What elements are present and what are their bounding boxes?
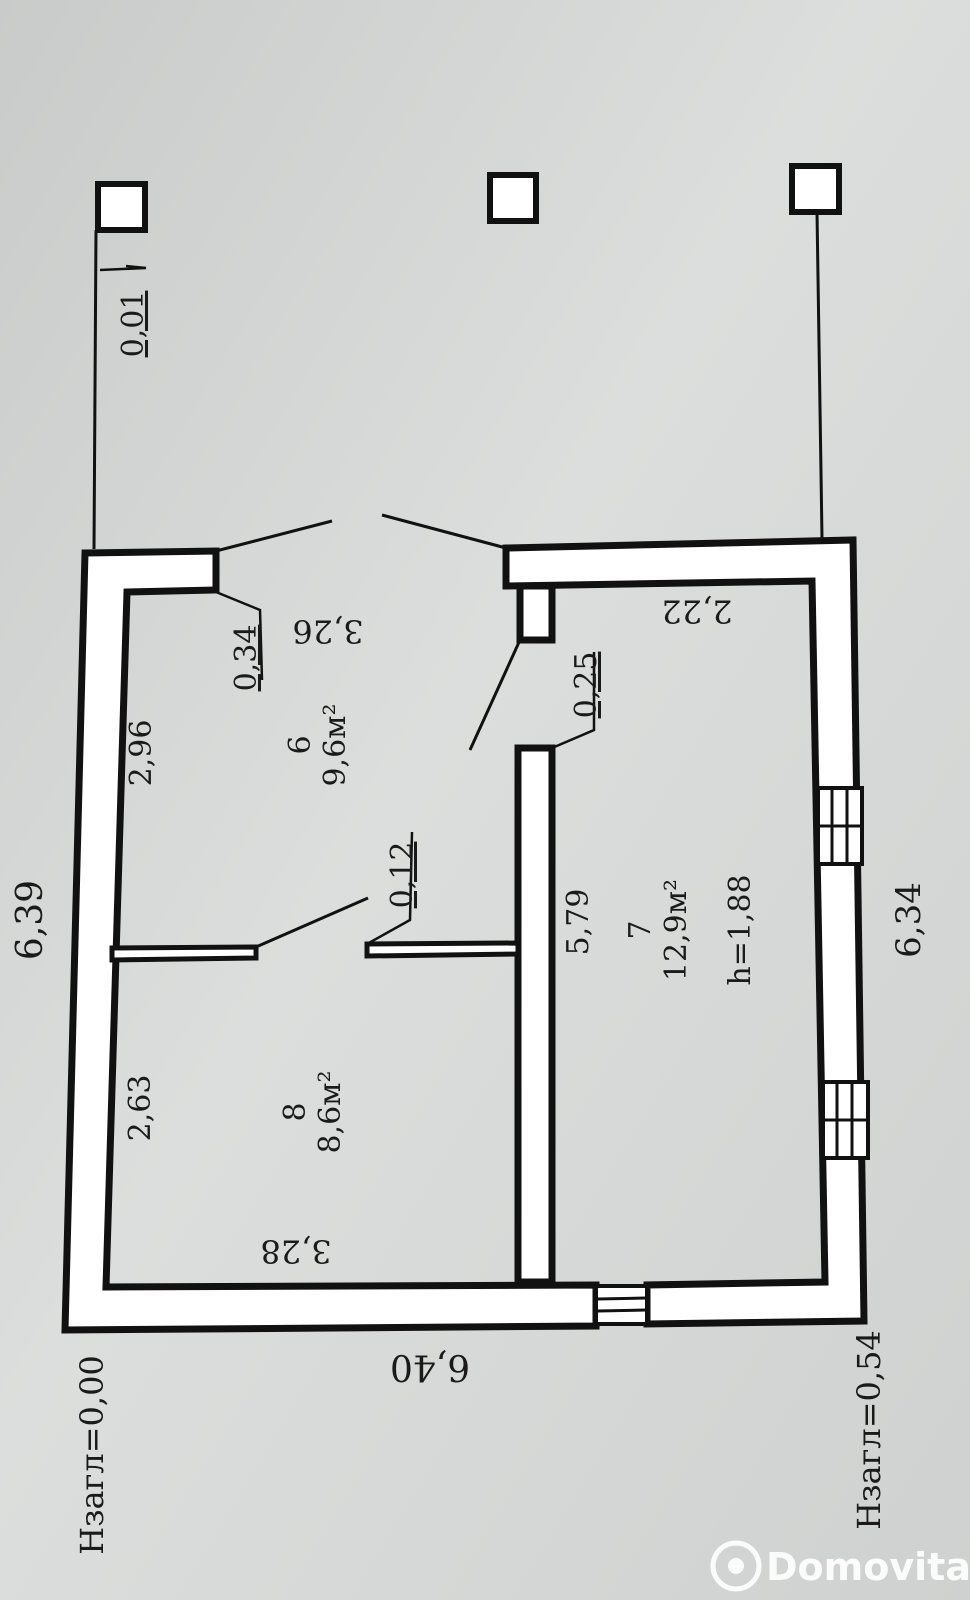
door-swing-room8 xyxy=(255,896,369,949)
label-total-bottom: 6,34 xyxy=(889,882,929,958)
partition-wall-stub xyxy=(516,582,556,644)
leader-dim-025 xyxy=(551,652,596,750)
room7-len-a: 5,79 xyxy=(561,889,596,956)
pillar-square-left xyxy=(95,181,148,233)
watermark-logo-dot xyxy=(728,1558,744,1574)
pillar-square-middle xyxy=(487,172,539,224)
outer-wall-left-and-bottom xyxy=(61,547,600,1334)
label-dim-012: 0,12 xyxy=(385,842,420,909)
label-level-left: Нзагл=0,00 xyxy=(73,1355,111,1555)
porch-line-left xyxy=(92,229,98,550)
room6-len-a: 2,96 xyxy=(124,720,159,787)
room7-number: 7 xyxy=(623,920,658,939)
room6-len-b: 3,26 xyxy=(292,612,363,650)
room8-len-a: 2,63 xyxy=(123,1075,158,1142)
partition-wall-horizontal-left xyxy=(109,944,259,963)
label-total-left: 6,40 xyxy=(390,1346,470,1387)
leader-dim-034 xyxy=(215,590,264,681)
door-swing-room7 xyxy=(468,639,522,751)
room7-height: h=1,88 xyxy=(723,874,758,985)
watermark-text: Domovita xyxy=(766,1545,970,1589)
watermark: Domovita xyxy=(710,1540,970,1592)
label-dim-025: 0,25 xyxy=(569,652,604,719)
label-dim-001: 0,01 xyxy=(116,291,151,358)
partition-wall-vertical xyxy=(514,744,556,1286)
entrance-door-line-1 xyxy=(597,1296,647,1301)
pillar-square-right xyxy=(789,163,842,215)
label-dim-034: 0,34 xyxy=(229,625,264,692)
room7-area: 12,9м² xyxy=(659,879,694,981)
porch-line-right xyxy=(815,211,824,539)
entrance-door-line-2 xyxy=(597,1308,647,1313)
room7-len-b: 2,22 xyxy=(661,592,732,630)
leader-dim-001 xyxy=(99,264,147,272)
entrance-door xyxy=(594,1284,649,1326)
door-swing-entrance-left xyxy=(215,519,333,553)
watermark-logo-icon xyxy=(710,1540,762,1592)
door-swing-entrance-right xyxy=(381,513,507,550)
room8-number: 8 xyxy=(278,1102,313,1121)
label-level-right: Нзагл=0,54 xyxy=(850,1330,888,1530)
room6-number: 6 xyxy=(283,735,318,754)
partition-wall-horizontal-right xyxy=(364,940,521,959)
leader-dim-012 xyxy=(366,831,414,946)
room8-len-b: 3,28 xyxy=(260,1232,331,1270)
room8-area: 8,6м² xyxy=(313,1070,348,1153)
room6-area: 9,6м² xyxy=(318,703,353,786)
label-total-top: 6,39 xyxy=(10,880,51,960)
